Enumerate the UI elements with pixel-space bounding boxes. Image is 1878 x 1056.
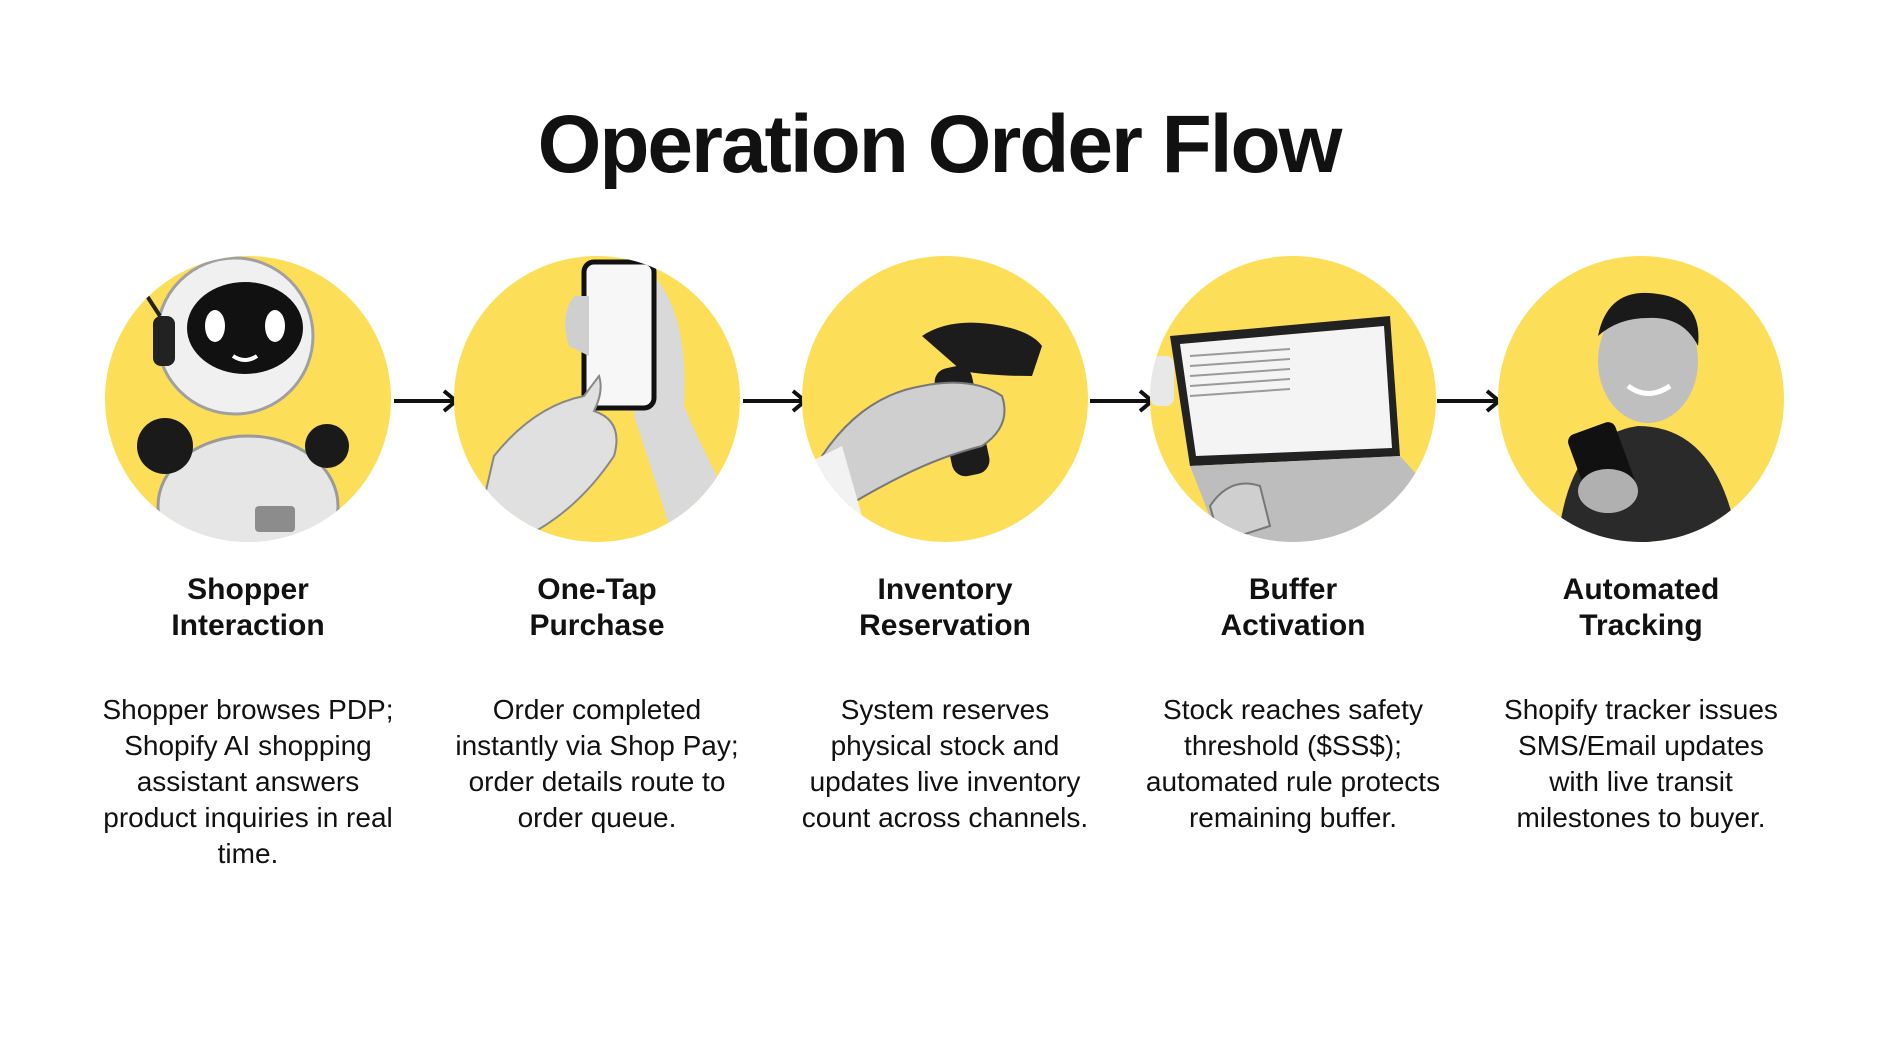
step-description: Order completed instantly via Shop Pay; … (455, 694, 739, 833)
step-title: Automated Tracking (1562, 573, 1720, 642)
step-description: Shopper browses PDP; Shopify AI shopping… (102, 694, 394, 869)
smartphone-tap-icon (472, 259, 740, 542)
step-title: Shopper Interaction (171, 573, 325, 642)
step-buffer-activation: Buffer Activation Stock reaches safety t… (1128, 256, 1458, 836)
smiling-man-phone-icon (1558, 292, 1738, 542)
step-description: Shopify tracker issues SMS/Email updates… (1504, 694, 1778, 833)
step-shopper-interaction: Shopper Interaction Shopper browses PDP;… (83, 256, 413, 872)
step-image (105, 256, 391, 542)
robot-icon (137, 256, 349, 542)
laptop-icon (1150, 316, 1436, 542)
step-description: System reserves physical stock and updat… (801, 694, 1089, 833)
page-title: Operation Order Flow (537, 99, 1343, 190)
step-title: Buffer Activation (1220, 573, 1366, 642)
step-image (454, 256, 740, 542)
step-image (1150, 256, 1436, 542)
step-image (1498, 256, 1784, 542)
step-one-tap-purchase: One-Tap Purchase Order completed instant… (432, 256, 762, 836)
step-inventory-reservation: Inventory Reservation System reserves ph… (780, 256, 1110, 836)
step-automated-tracking: Automated Tracking Shopify tracker issue… (1476, 256, 1806, 836)
step-title: One-Tap Purchase (529, 573, 665, 642)
step-image (802, 256, 1088, 542)
step-title: Inventory Reservation (859, 573, 1031, 642)
barcode-scanner-icon (802, 322, 1042, 542)
step-description: Stock reaches safety threshold ($SS$); a… (1145, 694, 1441, 833)
